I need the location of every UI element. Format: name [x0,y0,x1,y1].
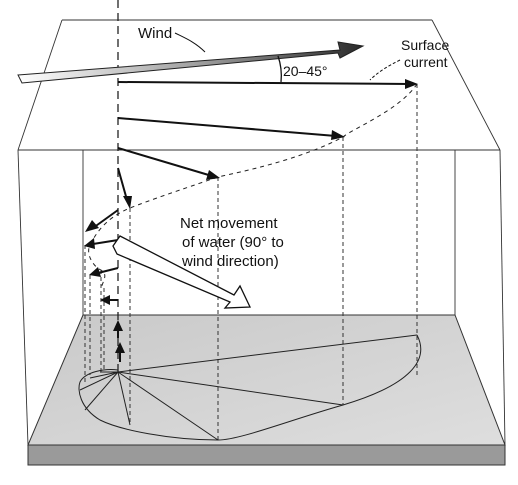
current-arrow-8 [100,295,118,305]
wind-label: Wind [138,25,172,42]
surface-current-pointer [369,59,401,81]
net-movement-arrow [112,235,252,309]
current-arrow-9 [113,320,123,338]
surface-current-arrow [117,79,418,89]
angle-label: 20–45° [283,63,328,79]
current-arrow-2 [117,117,345,140]
angle-arc [277,55,282,83]
surface-current-label-line1: Surface [401,37,449,53]
wind-arrow [17,41,365,84]
current-arrow-3 [117,147,220,180]
net-movement-label-line1: Net movement [180,215,278,232]
floor-projection [78,334,422,441]
surface-current-label-line2: current [404,54,448,70]
net-movement-label-line3: wind direction) [181,253,279,270]
current-arrow-5 [85,209,119,232]
net-movement-label-line2: of water (90° to [182,234,284,251]
current-arrow-4 [117,167,132,209]
current-arrow-7 [89,267,119,277]
current-arrows [84,79,418,362]
current-arrow-10 [115,342,125,362]
sea-floor [27,314,506,466]
water-box-outline [17,19,506,446]
wind-label-pointer [174,32,206,53]
current-arrow-6 [84,238,119,249]
